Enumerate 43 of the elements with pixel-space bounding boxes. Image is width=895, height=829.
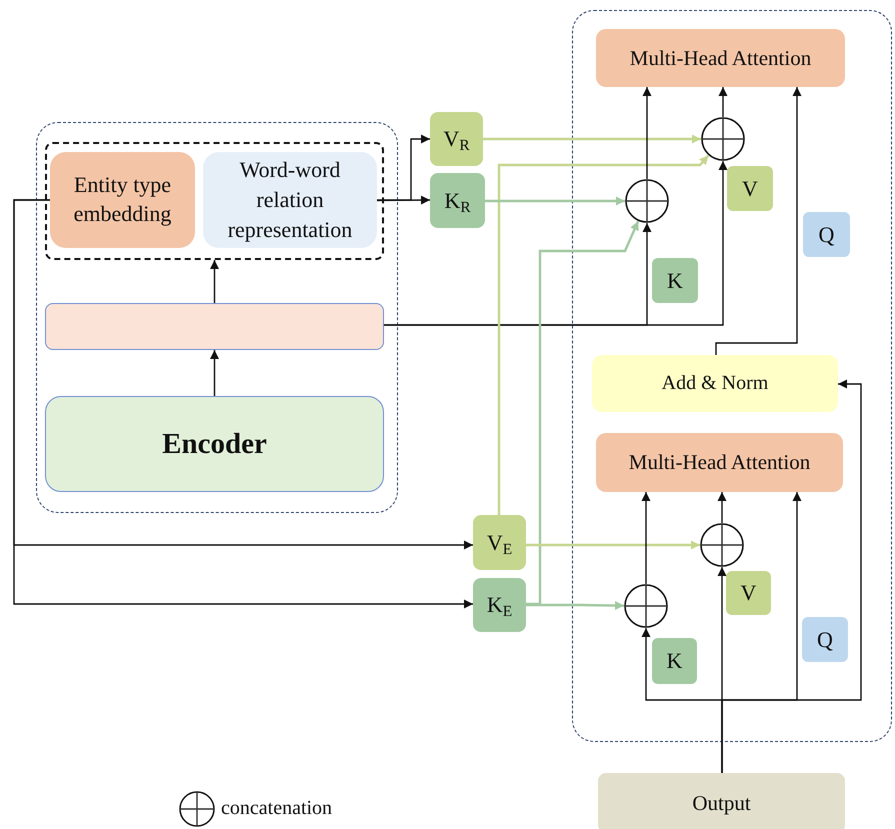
arrow (210, 350, 219, 396)
legend-text: concatenation (221, 797, 332, 820)
arrow (715, 87, 802, 355)
arrow (526, 540, 700, 550)
query-box: Q (802, 617, 848, 662)
query-box: Q (803, 212, 850, 257)
arrow (485, 196, 625, 206)
arrow (718, 492, 726, 523)
dashed-group-box (45, 142, 384, 260)
attention-box: Multi-Head Attention (596, 433, 843, 492)
arrow (377, 196, 430, 205)
arrow (642, 492, 650, 584)
vector-box: V$_{E}$ (473, 515, 526, 570)
attention-box: Multi-Head Attention (596, 29, 845, 87)
key-box: K (652, 638, 697, 684)
arrow (526, 220, 640, 606)
encoder-box: Encoder (45, 396, 384, 492)
vector-box: K$_{R}$ (430, 173, 485, 228)
arrow (526, 601, 624, 610)
arrow (483, 134, 701, 144)
decoder-container (572, 10, 892, 742)
concat-circle (701, 117, 745, 161)
concat-circle (625, 179, 669, 223)
entity-embedding-box: Entity type embedding (50, 152, 195, 248)
arrow (210, 260, 219, 303)
concat-circle (624, 584, 668, 628)
arrow (498, 154, 710, 515)
encoder-container (36, 122, 398, 513)
arrow (377, 134, 430, 201)
arrow (721, 380, 862, 773)
arrow (642, 87, 652, 179)
key-box: K (652, 258, 698, 303)
arrow (384, 161, 728, 326)
vector-box: K$_{E}$ (473, 578, 526, 632)
add-norm-box: Add & Norm (592, 355, 838, 412)
output-box: Output (598, 773, 845, 829)
hidden-state-bar (45, 303, 384, 350)
value-box: V (727, 166, 773, 211)
vector-box: V$_{R}$ (430, 112, 483, 166)
concat-circle (700, 523, 744, 567)
value-box: V (726, 571, 771, 615)
relation-representation-box: Word-word relation representation (203, 152, 377, 248)
arrow (718, 87, 728, 117)
